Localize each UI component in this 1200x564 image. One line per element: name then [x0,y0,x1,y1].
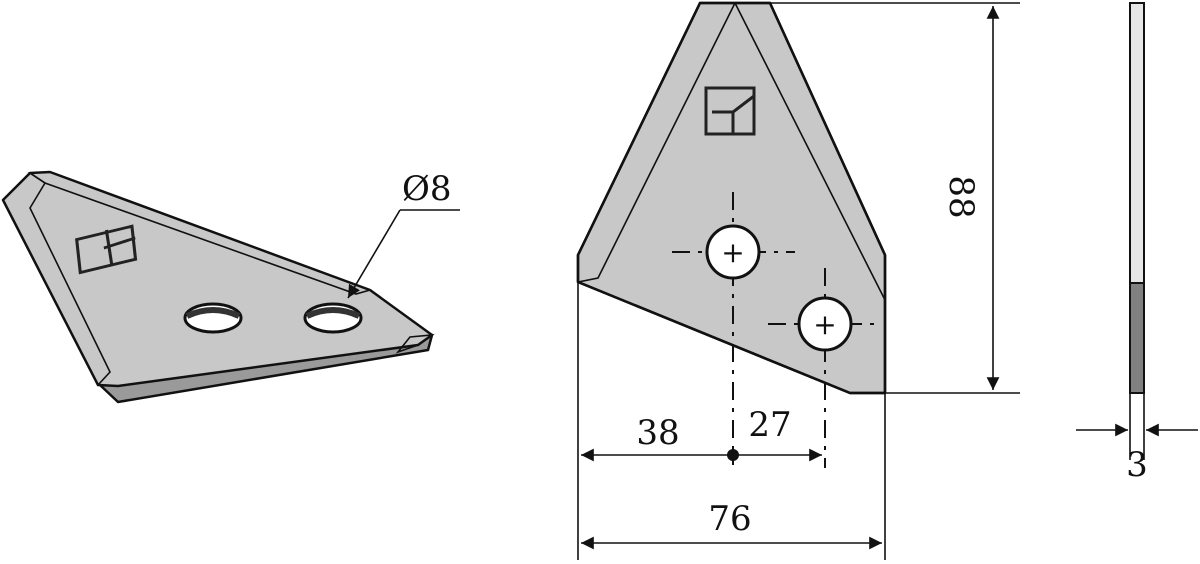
plus-icon: + [813,308,836,341]
side-blade-light [1129,2,1145,284]
width-label: 76 [708,499,751,539]
logo-square-mark-icon [75,224,138,275]
hole-diameter-label: Ø8 [402,169,452,209]
isometric-view: Ø8 [1,169,460,404]
plus-icon: + [721,236,744,269]
iso-bevel-left [2,171,111,387]
front-view: + + 88 38 27 76 [576,1,1020,560]
side-blade-dark [1129,282,1145,394]
hole-spacing-label: 27 [748,405,791,445]
iso-bevel-right [395,333,435,354]
thickness-label: 3 [1126,445,1148,485]
side-view: 3 [1076,2,1198,485]
logo-square-mark-icon [704,86,756,136]
height-label: 88 [941,175,981,218]
front-hole-1 [705,224,761,280]
hole1-offset-label: 38 [636,413,679,453]
front-hole-2 [797,296,853,352]
